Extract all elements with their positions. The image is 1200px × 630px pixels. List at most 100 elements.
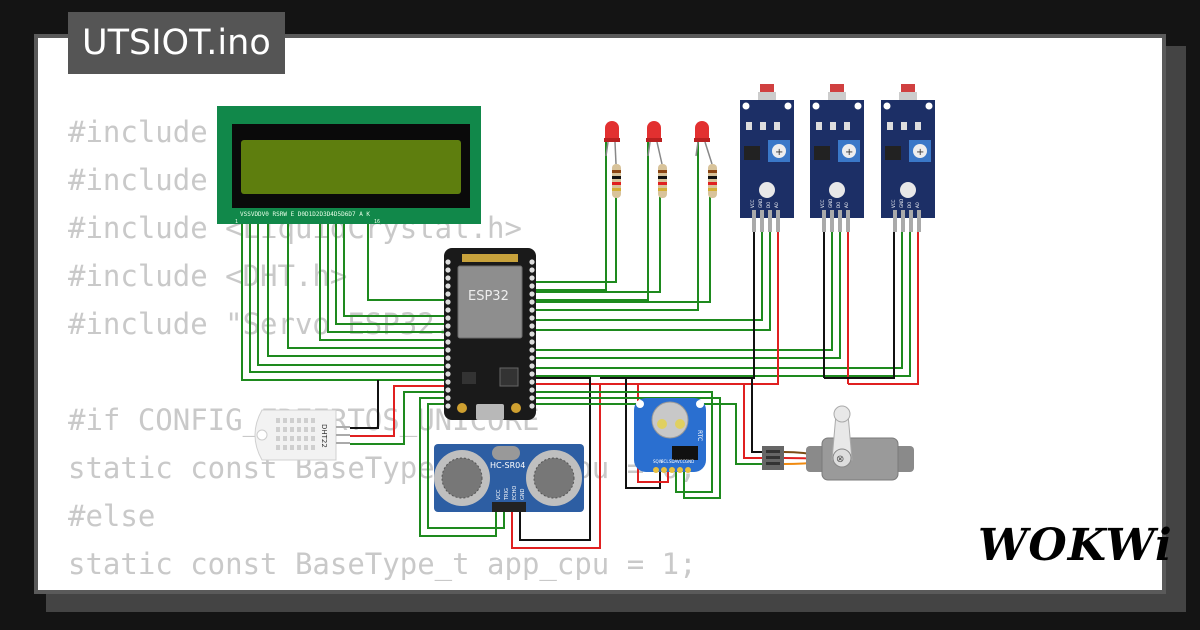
vent (297, 445, 301, 450)
esp32-pin (445, 395, 451, 401)
leds (604, 121, 717, 198)
esp32-pin (529, 275, 535, 281)
esp32-pin (445, 331, 451, 337)
led-2[interactable] (646, 121, 667, 198)
esp32-pin (529, 379, 535, 385)
esp32-pin (445, 339, 451, 345)
esp32-pin (529, 339, 535, 345)
esp32-pin (445, 267, 451, 273)
vent (276, 445, 280, 450)
esp32-pins (445, 259, 535, 409)
us-pin-echo: ECHO (512, 486, 518, 500)
servo-wire-vcc (743, 384, 762, 459)
sensor-pin-label: GND (899, 199, 904, 208)
dht-wire-data (350, 391, 446, 445)
code-line: #else (68, 499, 156, 533)
esp32-pin (529, 331, 535, 337)
sensor-pin-label: GND (828, 199, 833, 208)
svg-text:+: + (775, 147, 783, 158)
project-title: UTSIOT.ino (68, 12, 285, 74)
esp32-pin (529, 267, 535, 273)
esp32-pin (529, 315, 535, 321)
sensor-pin-label: AO (844, 202, 849, 208)
vent (311, 427, 315, 432)
sensor-pin-label: VCC (820, 199, 825, 208)
us-wire-echo (427, 403, 505, 529)
us-pin-trig: TRIG (504, 488, 510, 501)
esp32-pin (445, 291, 451, 297)
dht22-vents (276, 418, 315, 450)
esp32-pin (529, 291, 535, 297)
esp32-pin (529, 363, 535, 369)
vent (304, 427, 308, 432)
ultrasonic-sensor[interactable]: HC-SR04 VCC TRIG ECHO GND (434, 444, 584, 512)
esp32-pin (445, 379, 451, 385)
rtc-pin (685, 467, 691, 473)
esp32-pin (529, 323, 535, 329)
rtc-pin (661, 467, 667, 473)
vent (311, 445, 315, 450)
us-wire-vcc (511, 383, 601, 549)
dht-wire-vcc (350, 385, 446, 437)
esp32-pin (529, 259, 535, 265)
sensor-pin-label: AO (774, 202, 779, 208)
vent (304, 418, 308, 423)
esp32-pin (445, 371, 451, 377)
sensor-pin-label: VCC (891, 199, 896, 208)
rtc-pin-label: VCC (677, 459, 686, 464)
servo-motor[interactable]: ⊗ (762, 405, 914, 481)
wires (241, 140, 919, 549)
esp32-pin (529, 283, 535, 289)
svg-text:+: + (916, 147, 924, 158)
lcd-pin-labels: VSSVDDV0 RSRW E D0D1D2D3D4D5D6D7 A K (240, 211, 370, 218)
esp32-pin (445, 259, 451, 265)
rtc-pin-label: SDA (669, 459, 678, 464)
vent (290, 427, 294, 432)
rtc-pin (669, 467, 675, 473)
led-icon (605, 121, 619, 140)
resistor-icon (612, 164, 621, 198)
wokwi-logo: WOKWi (978, 520, 1173, 571)
esp32-pin (529, 387, 535, 393)
esp32-pin (445, 363, 451, 369)
vent (283, 418, 287, 423)
rtc-pin-label: SCL (661, 459, 669, 464)
vent (276, 436, 280, 441)
us-wire-gnd (519, 377, 591, 541)
dht22-label: DHT22 (320, 424, 328, 448)
lcd-display[interactable]: VSSVDDV0 RSRW E D0D1D2D3D4D5D6D7 A K 1 1… (217, 106, 481, 225)
dht22-sensor[interactable]: DHT22 (254, 409, 350, 461)
led-3[interactable] (694, 121, 717, 198)
sensor-power-wires (534, 232, 919, 385)
esp32-pin (445, 355, 451, 361)
led-1[interactable] (604, 121, 621, 198)
esp32-pin (445, 307, 451, 313)
lcd-pin-16: 16 (374, 219, 380, 225)
led-wires (534, 140, 711, 311)
ultrasonic-label: HC-SR04 (490, 461, 525, 470)
vent (304, 445, 308, 450)
esp32-pin (445, 403, 451, 409)
esp32-pin (529, 307, 535, 313)
vent (283, 427, 287, 432)
sensor-pin-label: AO (915, 202, 920, 208)
rtc-pin-label: GND (685, 459, 694, 464)
vent (283, 445, 287, 450)
vent (276, 418, 280, 423)
rtc-label: RTC (696, 430, 703, 441)
esp32-label: ESP32 (468, 289, 509, 304)
esp32-pin (445, 387, 451, 393)
sensor-wires (534, 232, 911, 377)
vent (311, 436, 315, 441)
esp32-pin (529, 299, 535, 305)
code-line: #include <DHT.h> (68, 259, 348, 293)
esp32-board[interactable]: ESP32 (444, 248, 536, 420)
esp32-pin (445, 275, 451, 281)
